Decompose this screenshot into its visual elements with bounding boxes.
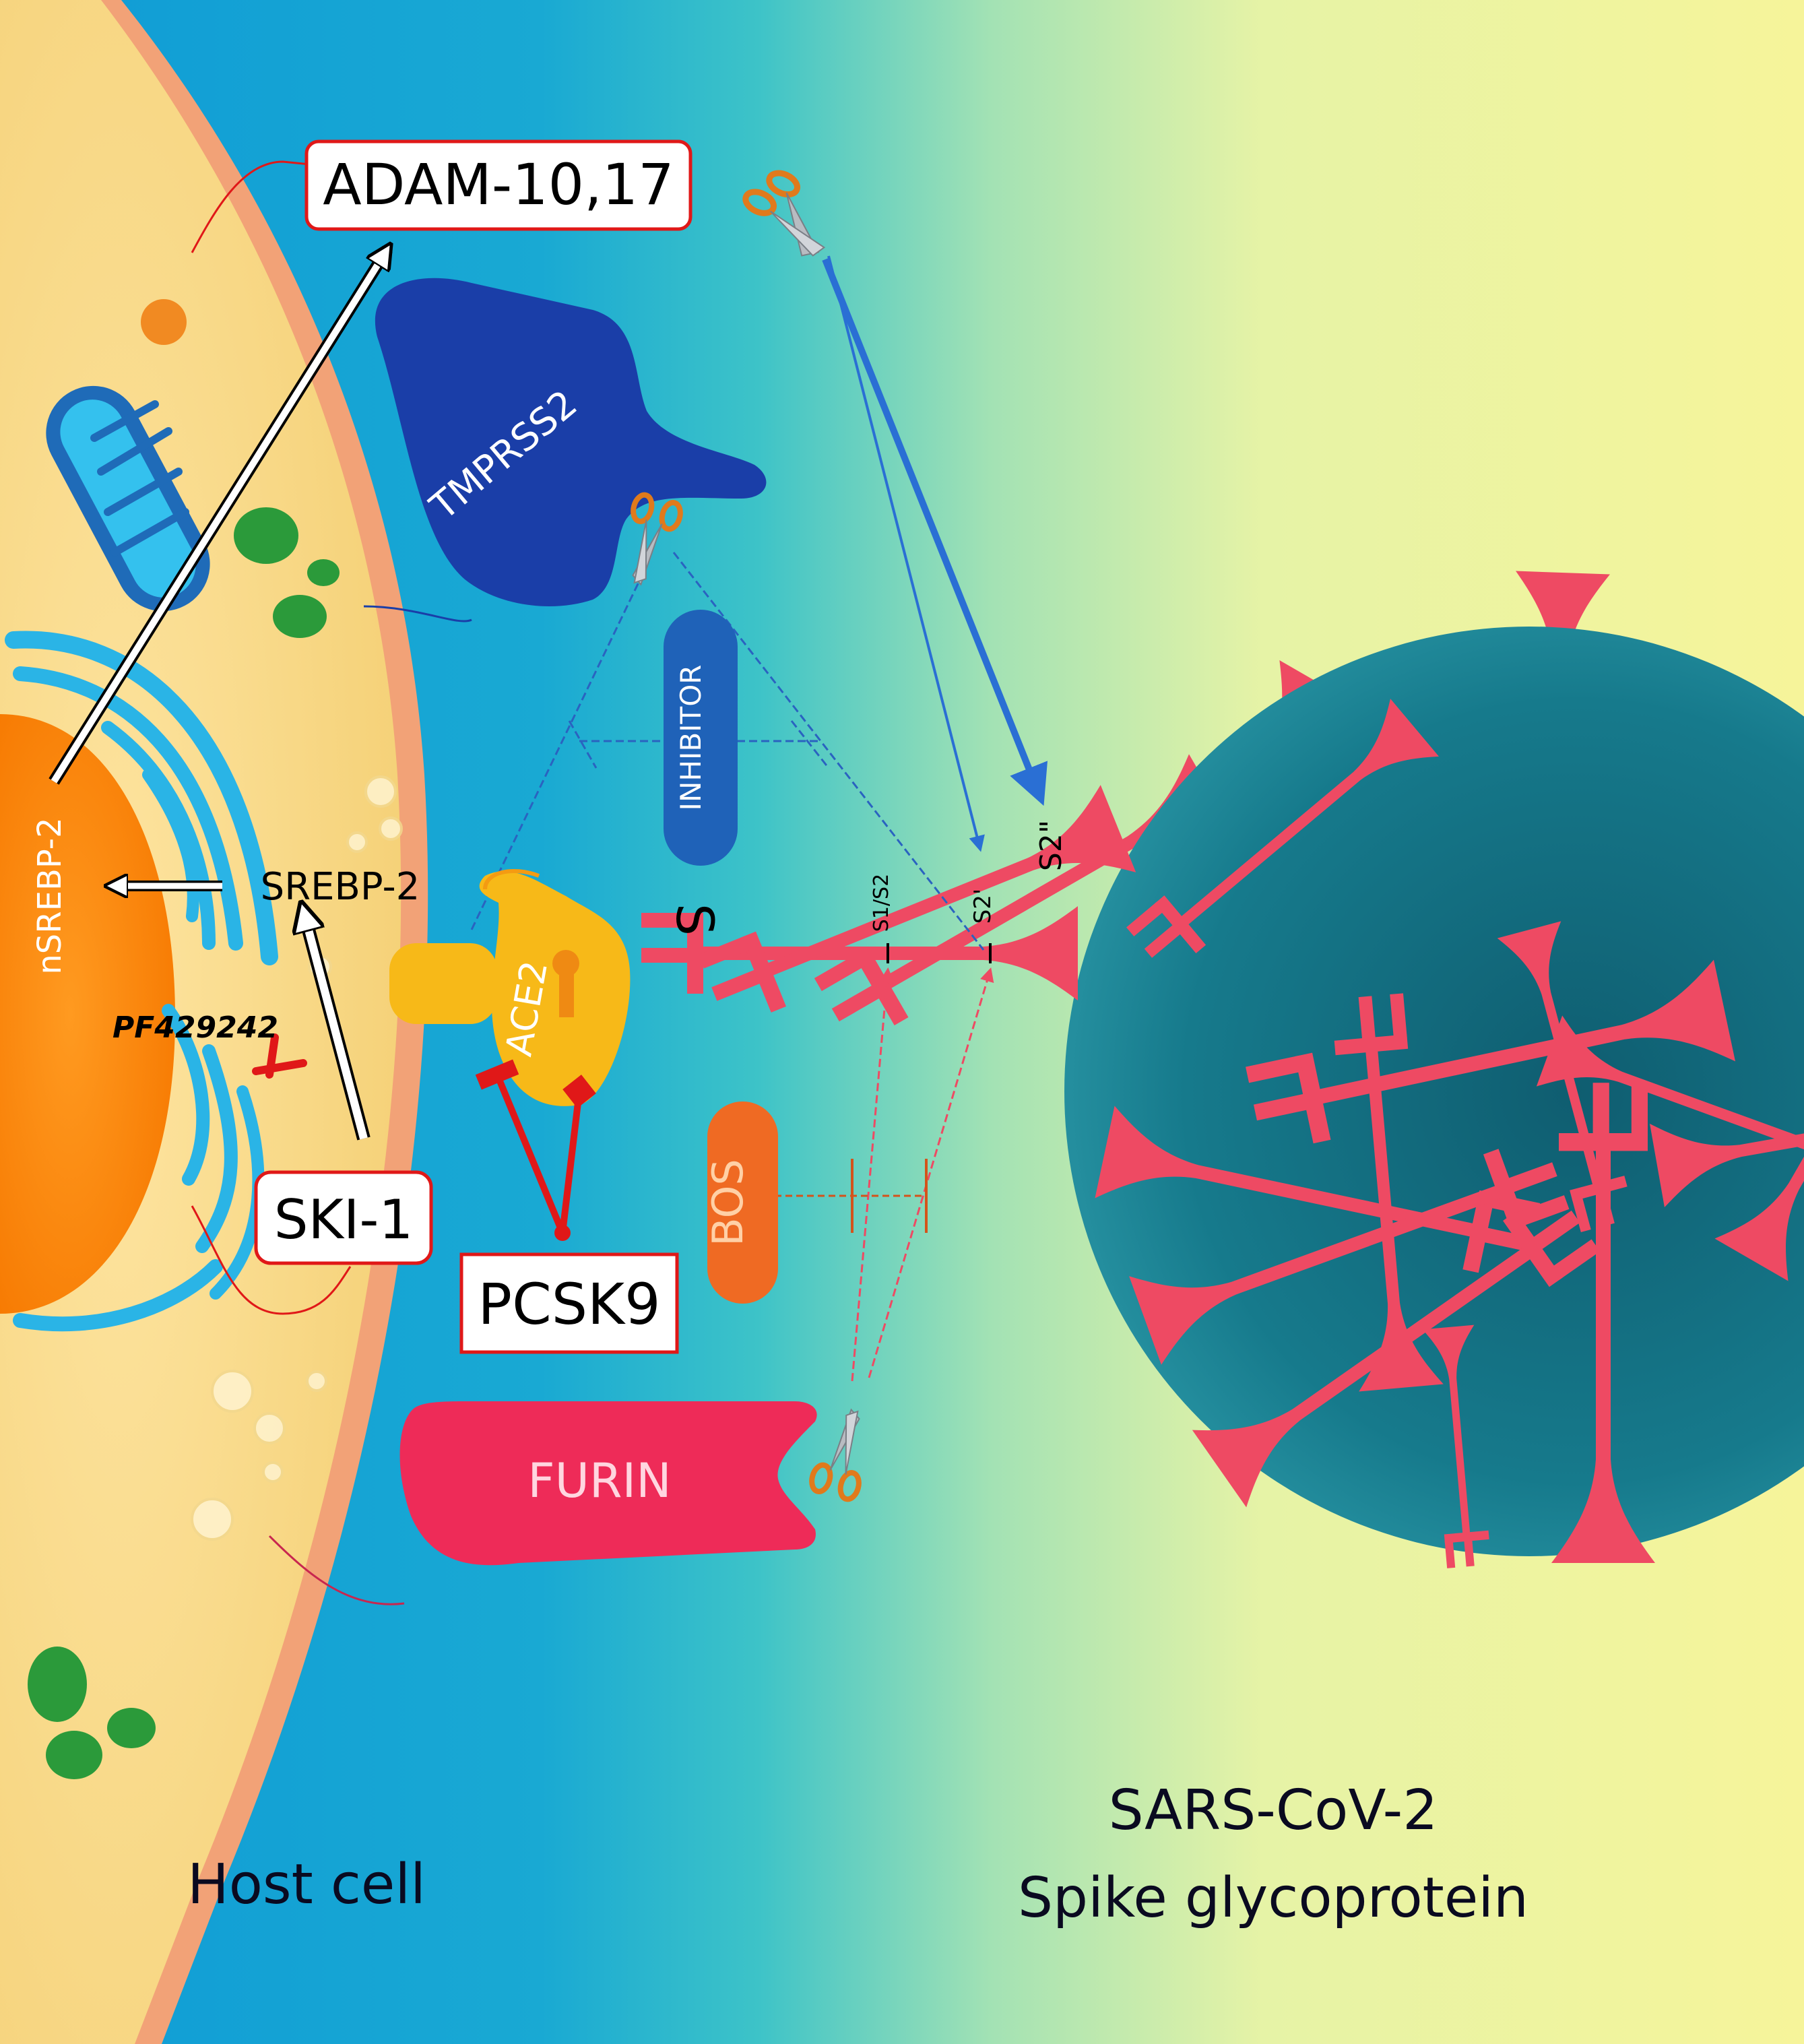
pcsk9-ace2-arrows (475, 1059, 596, 1241)
membrane-tethers (191, 160, 472, 1605)
adam-label: ADAM-10,17 (323, 152, 674, 218)
ski1-box: SKI-1 (254, 1170, 433, 1265)
bos-label: BOS (703, 1159, 752, 1246)
virus-particle (1064, 627, 1804, 1556)
srebp2-label: SREBP-2 (261, 865, 420, 909)
host-cell-label: Host cell (187, 1853, 426, 1917)
nsrebp2-label: nSREBP-2 (31, 817, 69, 974)
pf429242-label: PF429242 (112, 1011, 278, 1045)
virus-label-line2: Spike glycoprotein (1018, 1866, 1528, 1930)
orange-granule (141, 299, 187, 345)
ace2-receptor: ACE2 (389, 869, 631, 1106)
green-vesicles (28, 507, 340, 1779)
pcsk9-label: PCSK9 (478, 1271, 660, 1337)
tmprss2-protein: TMPRSS2 (375, 278, 767, 606)
furin-label: FURIN (527, 1453, 671, 1508)
bos-inhibition (775, 1159, 928, 1233)
s2prime-label: S2' (969, 889, 996, 924)
bos-protein: BOS (703, 1101, 778, 1304)
inhibitor-label: INHIBITOR (674, 665, 707, 811)
adam-cleavage-arrows (822, 255, 1048, 852)
scissors-icon-furin (809, 1408, 862, 1502)
adam-box: ADAM-10,17 (304, 139, 692, 231)
scissors-icon-adam (742, 170, 826, 257)
nucleus (0, 714, 175, 1314)
virus-label-line1: SARS-CoV-2 (1109, 1779, 1438, 1843)
s1s2-label: S1/S2 (870, 874, 893, 932)
srebp-pathway-arrows (49, 249, 387, 1141)
pcsk9-box: PCSK9 (459, 1252, 679, 1354)
ski1-label: SKI-1 (274, 1188, 414, 1251)
cleavage-site-ticks (887, 943, 992, 963)
furin-cleavage-lines (851, 967, 994, 1382)
mitochondrion (46, 385, 210, 612)
furin-protein: FURIN (399, 1401, 817, 1566)
pf429242-inhibition-mark (252, 1033, 307, 1079)
s-mark-label: S (665, 903, 725, 936)
endoplasmic-reticulum (5, 631, 278, 1332)
s2double-label: S2" (1034, 820, 1068, 871)
scissors-icon-tmprss2 (631, 492, 683, 586)
inhibitor-protein: INHIBITOR (664, 610, 738, 866)
